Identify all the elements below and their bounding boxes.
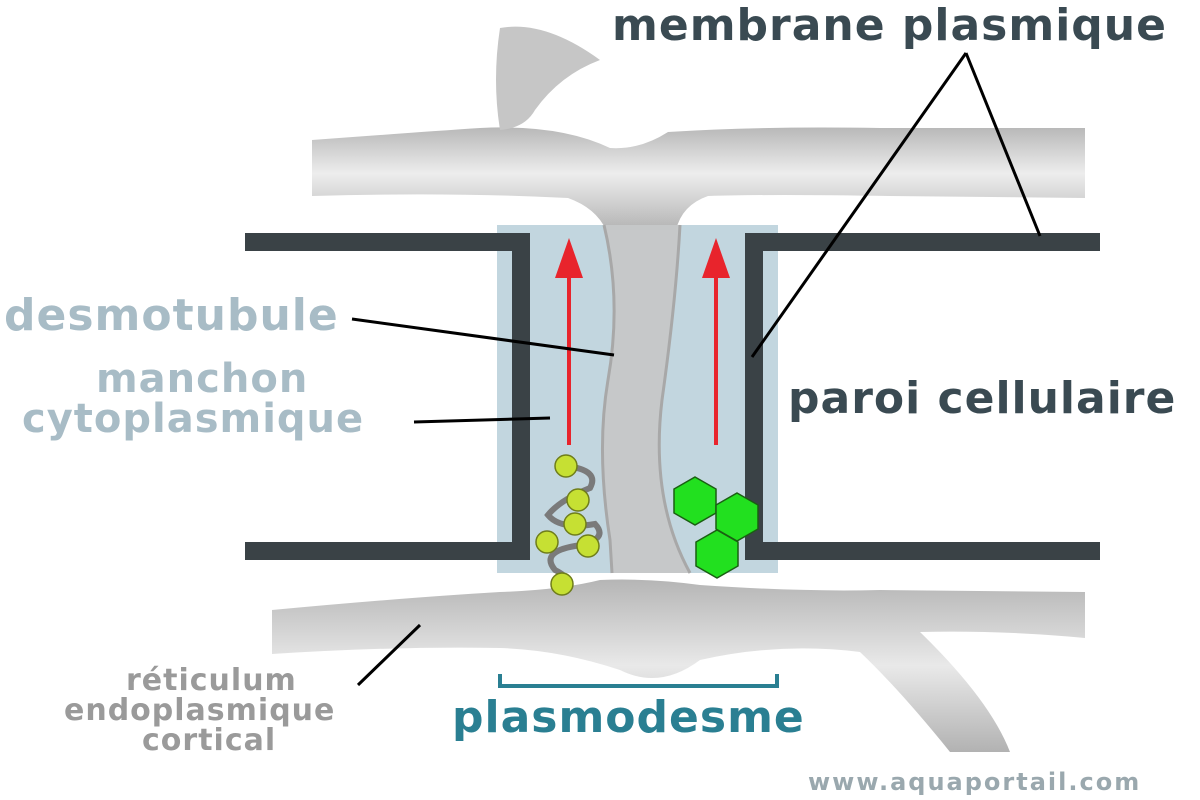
upper-reticulum — [312, 26, 1085, 230]
label-cytoplasmique: cytoplasmique — [22, 396, 364, 442]
protein-chain — [535, 454, 603, 596]
label-desmotubule: desmotubule — [4, 290, 339, 341]
label-reticulum: réticulum — [126, 663, 297, 698]
label-endoplasmique: endoplasmique — [64, 693, 335, 728]
label-plasmodesme: plasmodesme — [452, 692, 805, 743]
leader-lines — [351, 52, 1042, 687]
label-cortical: cortical — [142, 723, 276, 758]
desmotubule-shape — [602, 225, 690, 573]
website-watermark: www.aquaportail.com — [808, 768, 1141, 796]
label-membrane-plasmique: membrane plasmique — [612, 0, 1167, 51]
lower-reticulum — [272, 579, 1085, 752]
plasmodesma-bracket — [498, 674, 779, 688]
label-paroi-cellulaire: paroi cellulaire — [788, 373, 1176, 424]
hexagon-molecules — [673, 476, 759, 579]
label-manchon: manchon — [96, 356, 308, 402]
transport-arrows — [555, 238, 730, 445]
cell-wall — [245, 233, 1100, 560]
